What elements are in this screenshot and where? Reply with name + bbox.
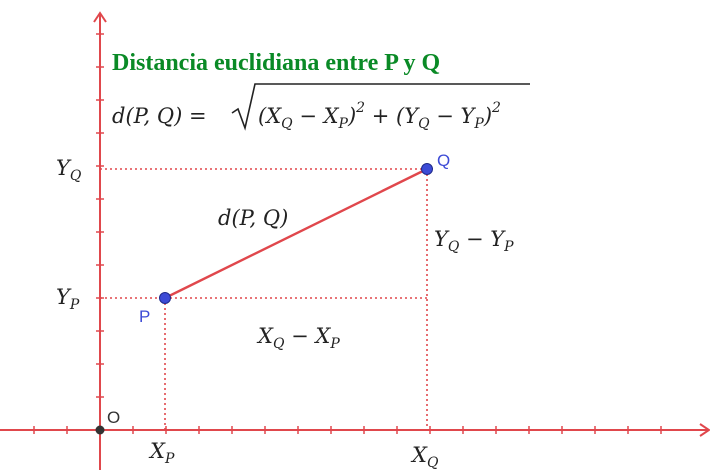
point-origin — [95, 425, 105, 435]
y-axis-arrow — [93, 11, 107, 23]
segment-pq — [164, 167, 428, 300]
distance-formula: d(P, Q) = (XQ − XP)2 + (YQ − YP)2 — [112, 83, 530, 132]
y-axis-ticks — [96, 33, 104, 398]
svg-text:(XQ − XP)2 + (YQ − YP)2: (XQ − XP)2 + (YQ − YP)2 — [258, 100, 501, 132]
radical-sign — [231, 83, 530, 131]
diagram-title: Distancia euclidiana entre P y Q — [112, 50, 440, 76]
projection-lines — [100, 168, 428, 430]
yq-axis-label: YQ — [56, 156, 82, 184]
xq-axis-label: XQ — [410, 443, 439, 471]
point-p[interactable] — [159, 292, 171, 304]
point-q-label: Q — [437, 151, 450, 170]
dy-label: YQ − YP — [434, 227, 514, 255]
point-p-label: P — [139, 307, 150, 326]
origin-label: O — [107, 408, 120, 427]
dx-label: XQ − XP — [256, 324, 340, 352]
yp-axis-label: YP — [56, 285, 80, 313]
x-axis-ticks — [33, 426, 662, 434]
xp-axis-label: XP — [148, 439, 175, 467]
svg-text:d(P, Q) =: d(P, Q) = — [112, 104, 207, 128]
segment-label: d(P, Q) — [218, 206, 288, 230]
point-q[interactable] — [421, 163, 433, 175]
x-axis-arrow — [699, 423, 710, 437]
